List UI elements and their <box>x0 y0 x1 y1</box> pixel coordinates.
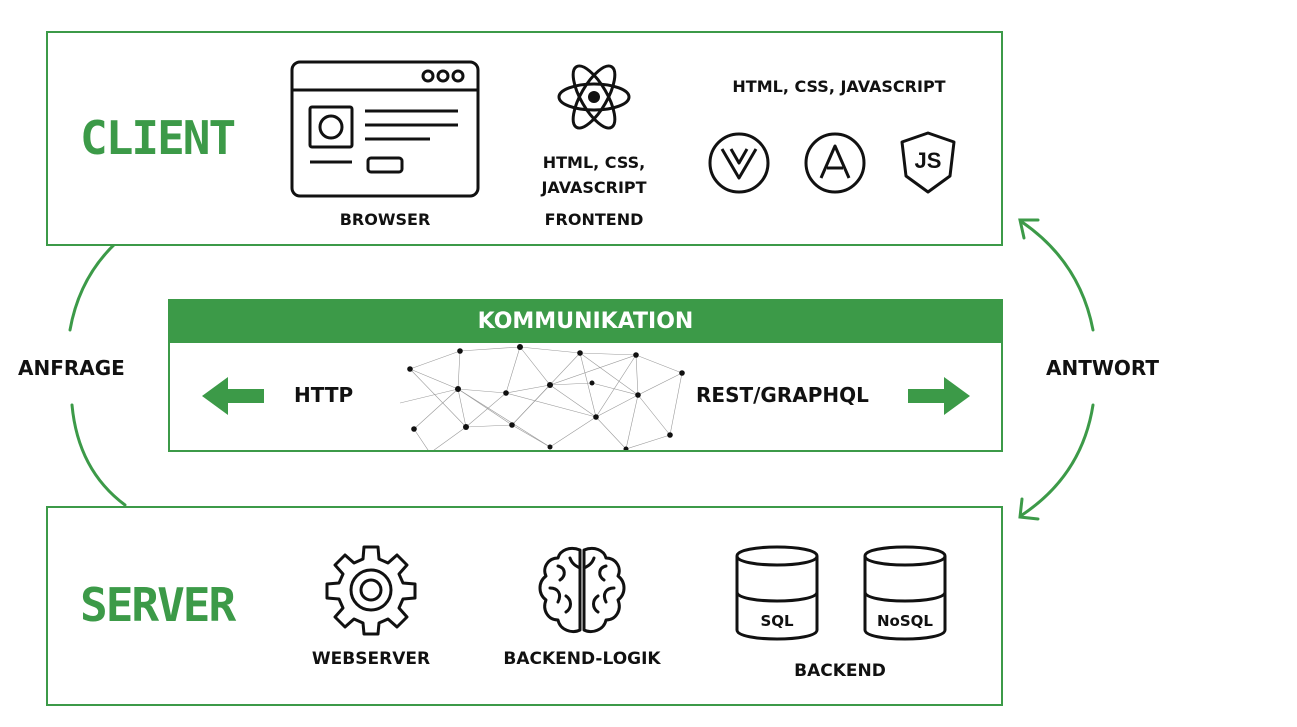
response-arrow-upper-head <box>1018 218 1040 240</box>
response-arrow-lower <box>1020 403 1095 517</box>
sql-database: SQL <box>734 542 820 644</box>
nosql-database-icon <box>863 545 947 641</box>
vue-icon <box>708 132 770 194</box>
rest-graphql-label: REST/GRAPHQL <box>696 383 869 407</box>
react-caption-line1: HTML, CSS, <box>542 153 646 172</box>
js-shield-icon: JS <box>898 130 958 196</box>
http-label: HTTP <box>294 383 354 407</box>
gear-icon <box>325 545 417 636</box>
shield-outline-icon <box>900 131 956 194</box>
nosql-database: NoSQL <box>862 542 948 644</box>
angular-icon <box>804 132 866 194</box>
brain-icon <box>538 546 626 634</box>
response-arrow-lower-head <box>1018 497 1040 521</box>
arrow-left-icon <box>202 377 264 415</box>
server-title: SERVER <box>80 578 236 632</box>
request-label: ANFRAGE <box>18 356 125 380</box>
browser-window-icon <box>290 60 480 198</box>
nosql-label: NoSQL <box>877 612 933 630</box>
react-caption: HTML, CSS, JAVASCRIPT <box>514 150 674 200</box>
arrow-right-icon <box>908 377 970 415</box>
tech-heading: HTML, CSS, JAVASCRIPT <box>732 77 946 96</box>
request-arrow-lower <box>70 403 127 507</box>
response-arrow-upper <box>1020 220 1095 332</box>
communication-title: KOMMUNIKATION <box>170 301 1001 343</box>
client-title: CLIENT <box>80 111 236 165</box>
network-mesh <box>400 344 685 450</box>
response-label: ANTWORT <box>1046 356 1160 380</box>
react-caption-line2: JAVASCRIPT <box>541 178 647 197</box>
communication-box: KOMMUNIKATION HTTP REST/GRAPHQL <box>168 299 1003 452</box>
backend-logic-label: BACKEND-LOGIK <box>503 649 661 669</box>
client-box: CLIENT BROWSER HTML, CSS, JAVASCRIPT FRO… <box>46 31 1003 246</box>
js-badge-text: JS <box>914 148 942 173</box>
react-atom-icon <box>557 64 631 130</box>
sql-database-icon <box>735 545 819 641</box>
backend-label: BACKEND <box>794 661 886 681</box>
server-box: SERVER WEBSERVER BACKEND-LOGIK SQL <box>46 506 1003 706</box>
frontend-label: FRONTEND <box>544 210 644 229</box>
sql-label: SQL <box>760 612 794 630</box>
browser-label: BROWSER <box>339 210 431 229</box>
webserver-label: WEBSERVER <box>311 649 431 669</box>
